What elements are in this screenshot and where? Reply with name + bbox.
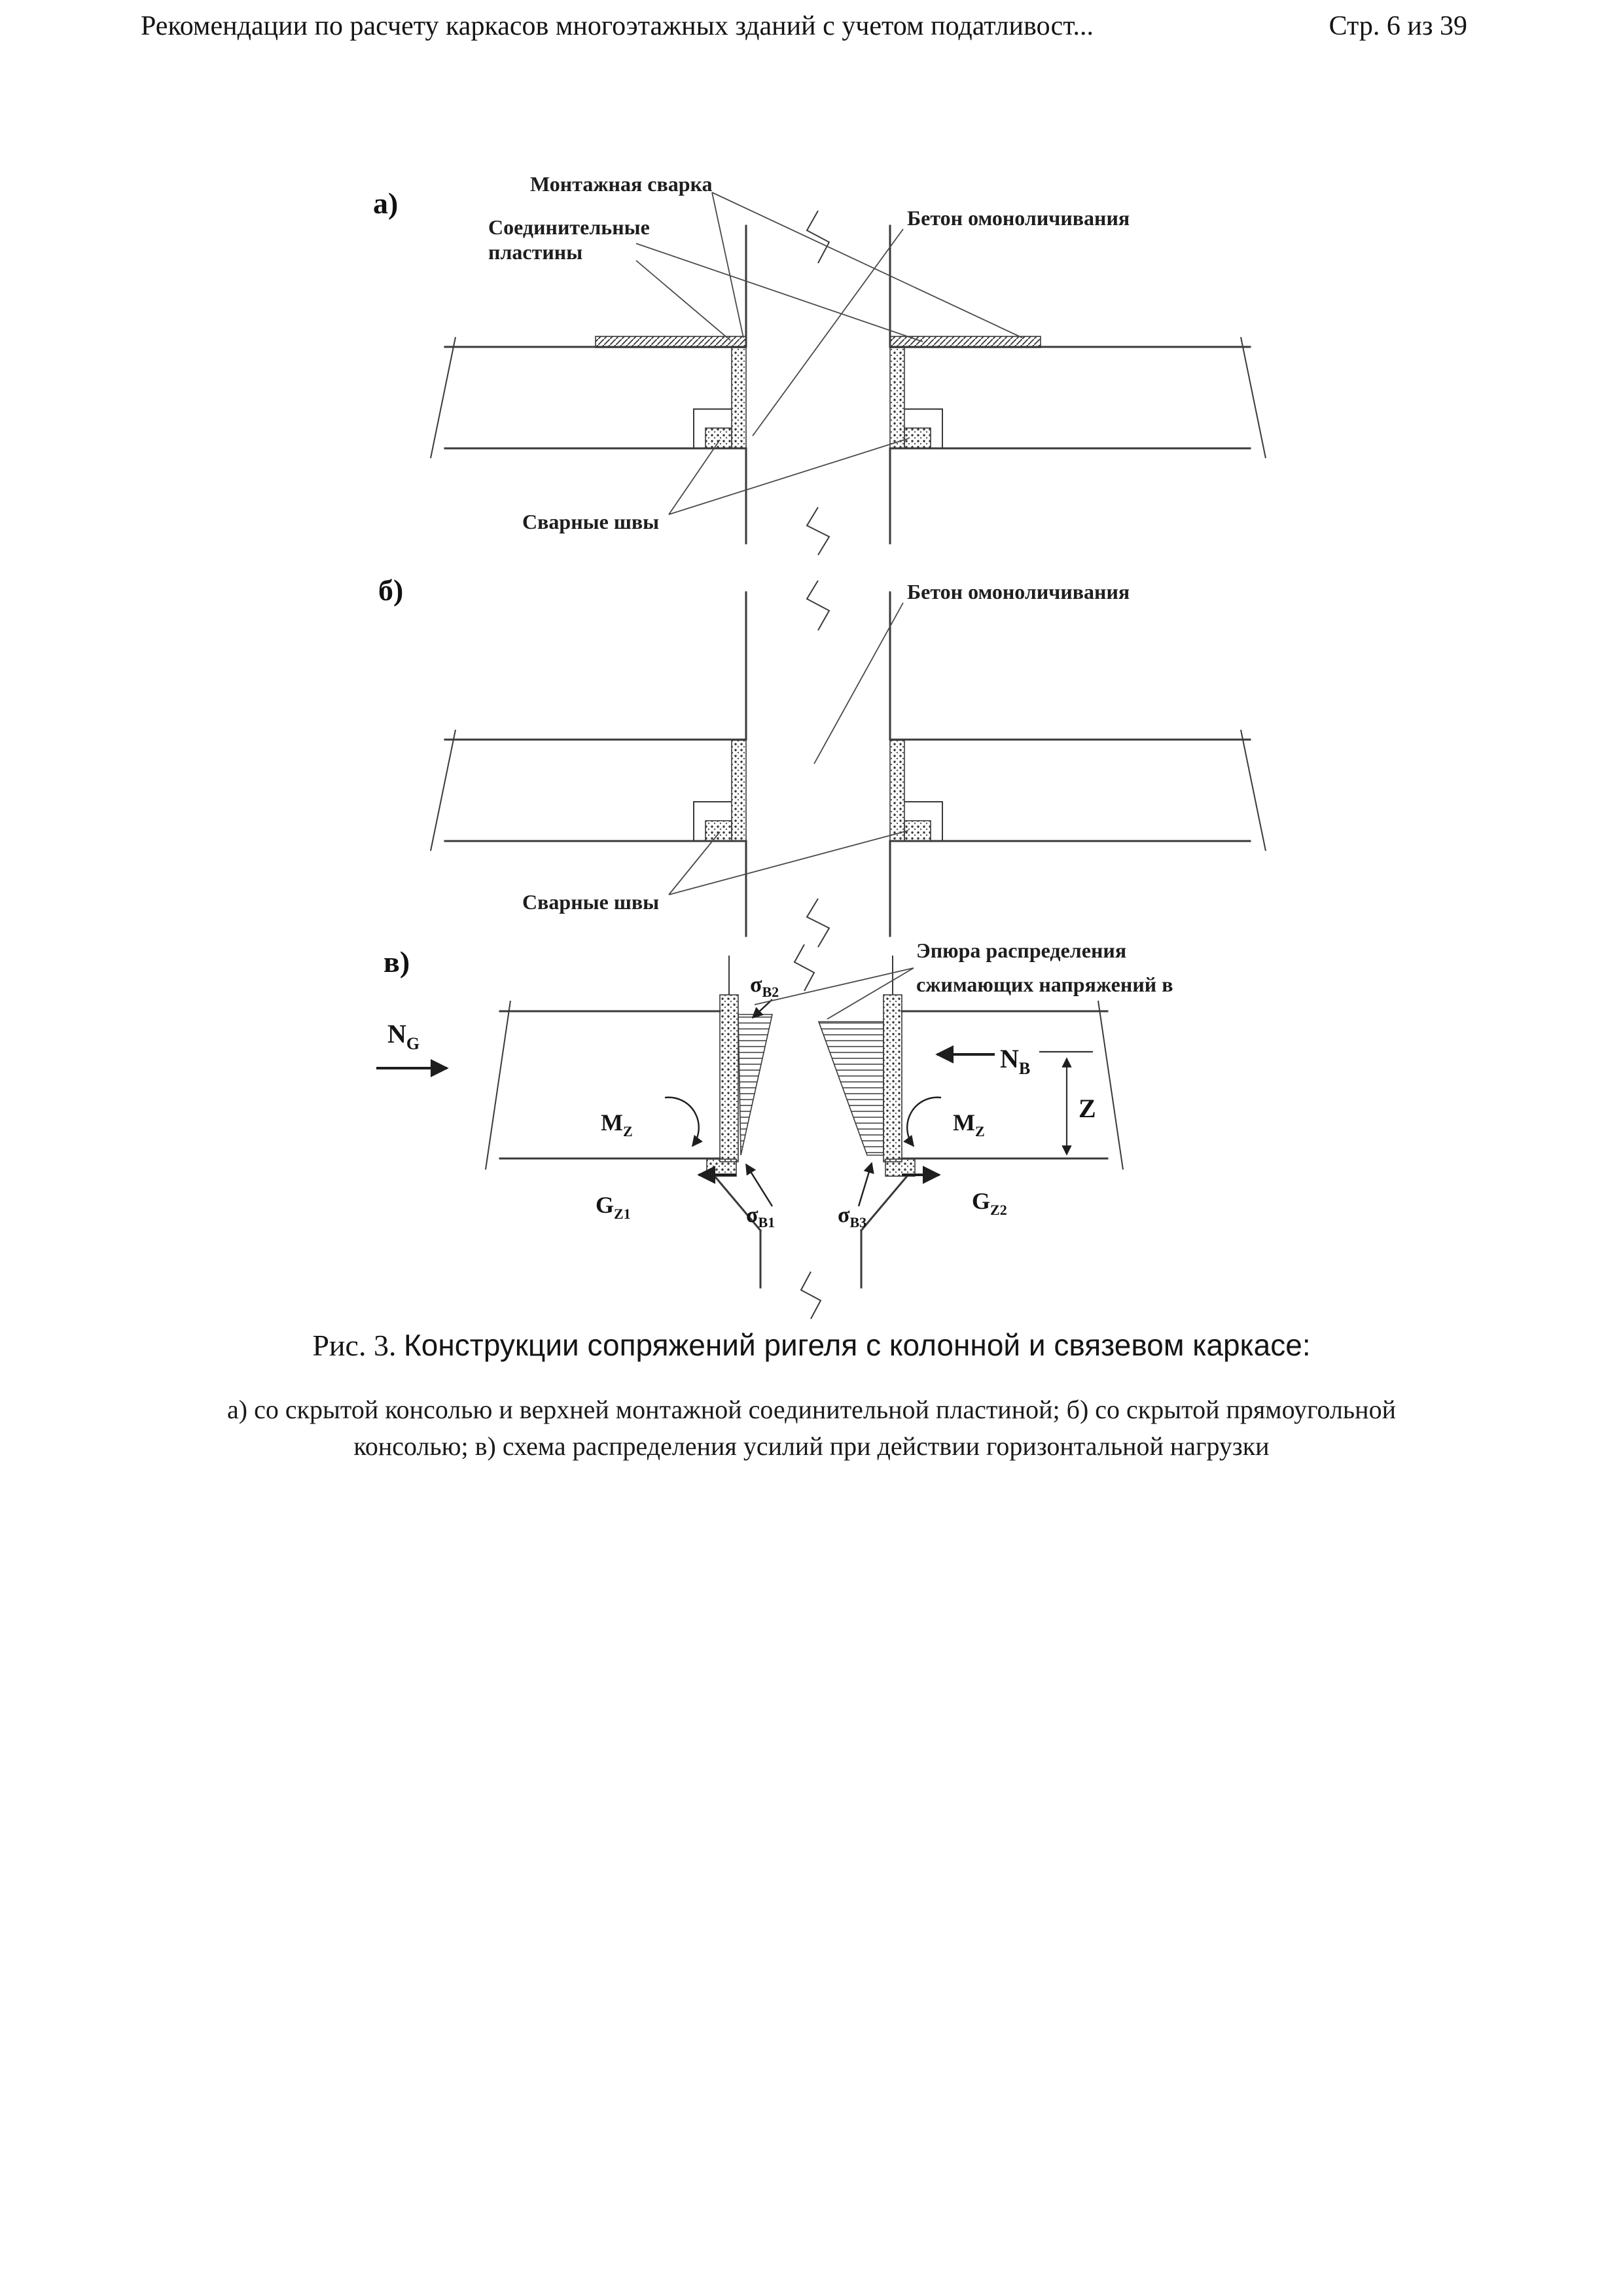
break-symbol-top (793, 944, 815, 992)
figure-caption-text: Конструкции сопряжений ригеля с колонной… (403, 1328, 1311, 1362)
moment-label-mz-left: MZ (601, 1109, 633, 1139)
mz-right-moment-arrow (903, 1096, 942, 1147)
force-label-ng: NG (387, 1019, 419, 1053)
force-label-nb: NВ (1000, 1044, 1030, 1078)
diagram-panel-v: в) (314, 926, 1361, 1355)
sigma-b3-arrow (857, 1162, 874, 1207)
beam-break-right (1097, 1000, 1124, 1170)
dimension-label-z: Z (1079, 1094, 1096, 1123)
leader-lines-a (635, 192, 1023, 515)
diagram-panel-b: б) Бетон омоноличивания Сварные швы (327, 560, 1309, 956)
leader-lines-v (754, 967, 914, 1020)
stress-label-sigma-b2: σВ2 (750, 973, 779, 1000)
break-symbol-bottom (800, 1271, 822, 1319)
break-symbol-top (806, 210, 830, 264)
joint-diagram-b: б) Бетон омоноличивания Сварные швы (378, 573, 1266, 948)
annotation-plates-2: пластины (488, 240, 582, 264)
panel-v-label: в) (383, 945, 410, 978)
annotation-concrete-a: Бетон омоноличивания (907, 206, 1130, 230)
embedded-plate-right (883, 994, 902, 1162)
annotation-plates-1: Соединительные (488, 215, 650, 239)
subcaption-line-2: консолью; в) схема распределения усилий … (353, 1431, 1270, 1461)
annotation-concrete-b: Бетон омоноличивания (907, 580, 1130, 603)
beam-break-left (430, 729, 456, 852)
beam-break-right (1240, 336, 1266, 459)
stress-epure-left (738, 1014, 773, 1156)
break-symbol-top (806, 580, 830, 631)
figure-caption: Рис. 3. Конструкции сопряжений ригеля с … (0, 1327, 1623, 1363)
joint-diagram-a: а) Монтажная (373, 172, 1266, 556)
beam-break-left (485, 1000, 511, 1170)
annotation-montage-weld: Монтажная сварка (530, 172, 713, 196)
force-label-gz1: GZ1 (596, 1192, 631, 1222)
beam-break-left (430, 336, 456, 459)
force-scheme-diagram: в) (376, 939, 1173, 1319)
annotation-epure-2: сжимающих напряжений в (916, 973, 1173, 996)
diagram-panel-a: а) Монтажная (327, 151, 1309, 560)
stress-epure-right (817, 1021, 884, 1156)
figure-number: Рис. 3. (312, 1329, 397, 1362)
joint-drawing-a (430, 210, 1266, 556)
break-symbol-bottom (806, 507, 830, 556)
weld-zone-left (705, 820, 732, 842)
page-indicator: Стр. 6 из 39 (1329, 11, 1467, 41)
annotation-welds-b: Сварные швы (522, 890, 659, 914)
stress-label-sigma-b3: σВ3 (838, 1203, 866, 1230)
annotation-welds-a: Сварные швы (522, 510, 659, 533)
sigma-b1-arrow (745, 1163, 774, 1207)
mz-left-moment-arrow (664, 1096, 703, 1147)
beam-break-right (1240, 729, 1266, 852)
joint-drawing-v (485, 944, 1124, 1319)
panel-a-label: а) (373, 187, 398, 220)
joint-drawing-b (430, 580, 1266, 948)
weld-zone-right (904, 427, 931, 449)
weld-zone-left (705, 427, 732, 449)
break-symbol-bottom (806, 898, 830, 948)
leader-lines-b (668, 602, 909, 895)
connection-plate-left (595, 336, 747, 348)
stress-label-sigma-b1: σВ1 (746, 1203, 775, 1230)
figure-subcaption: а) со скрытой консолью и верхней монтажн… (157, 1391, 1466, 1465)
embedded-plate-left (719, 994, 739, 1162)
force-arrows (376, 999, 995, 1207)
moment-label-mz-right: MZ (953, 1109, 985, 1139)
document-title: Рекомендации по расчету каркасов многоэт… (141, 11, 1094, 41)
panel-b-label: б) (378, 573, 403, 607)
subcaption-line-1: а) со скрытой консолью и верхней монтажн… (227, 1395, 1396, 1424)
annotation-epure-1: Эпюра распределения (916, 939, 1126, 962)
weld-zone-right (885, 1158, 916, 1177)
connection-plate-right (889, 336, 1041, 348)
weld-zone-right (904, 820, 931, 842)
sigma-b2-arrow (751, 999, 773, 1019)
force-label-gz2: GZ2 (972, 1188, 1007, 1218)
page-header: Рекомендации по расчету каркасов многоэт… (141, 10, 1467, 42)
